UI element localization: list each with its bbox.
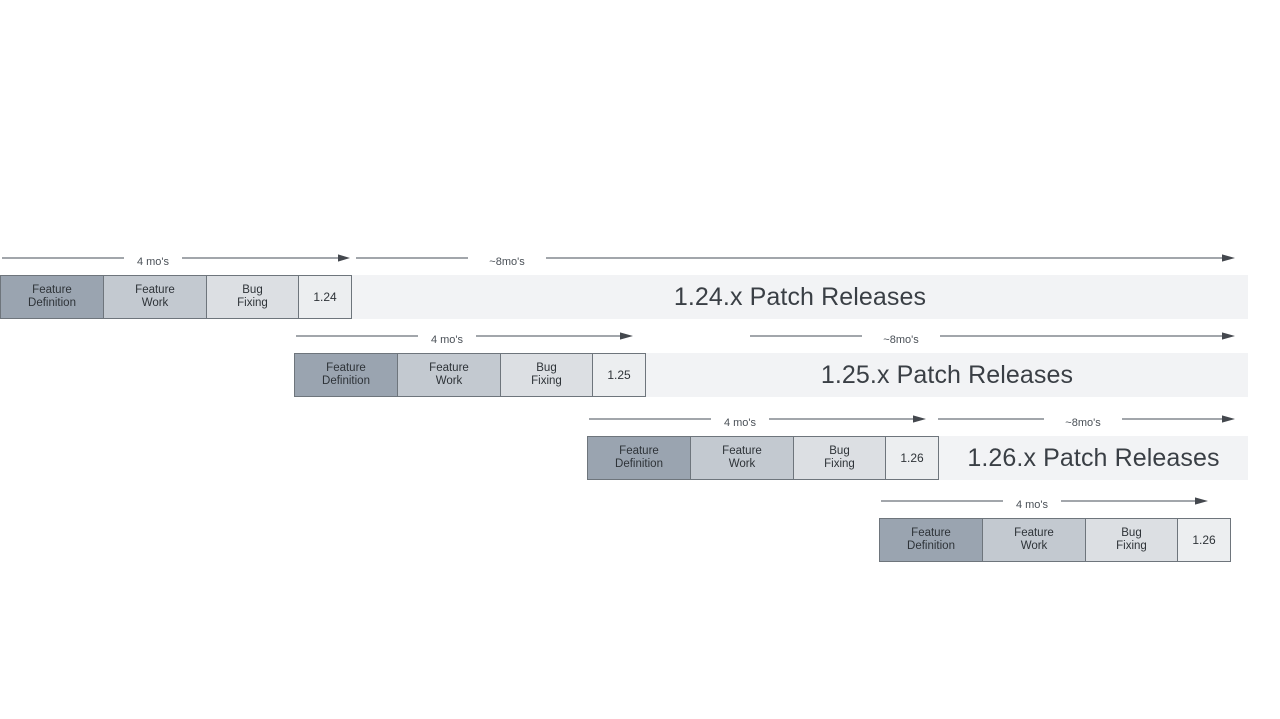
release-row-1.25: 1.25.x Patch Releases Feature Definition…	[294, 353, 1248, 397]
phase-bug-fixing-1.26: Bug Fixing	[793, 436, 885, 480]
version-badge-label: 1.25	[607, 367, 631, 382]
phase-label-line1: Feature	[1014, 527, 1054, 539]
measure-dev-label-next: 4 mo's	[1015, 499, 1049, 511]
phase-bug-fixing-1.25: Bug Fixing	[500, 353, 592, 397]
phase-label-line1: Feature	[32, 284, 72, 296]
measure-arrow-dev-icon	[2, 254, 350, 262]
version-badge-next: 1.26	[1177, 518, 1231, 562]
phase-group-1.26: Feature Definition Feature Work Bug Fixi…	[587, 436, 939, 480]
measure-arrow-patch-icon	[750, 332, 1235, 340]
version-badge-1.26: 1.26	[885, 436, 939, 480]
measure-arrow-dev-icon	[881, 497, 1208, 505]
phase-label-line2: Definition	[907, 540, 955, 552]
phase-label-line1: Bug	[536, 362, 557, 374]
phase-group-next: Feature Definition Feature Work Bug Fixi…	[879, 518, 1231, 562]
phase-feature-definition-1.24: Feature Definition	[0, 275, 103, 319]
phase-bug-fixing-1.24: Bug Fixing	[206, 275, 298, 319]
measure-arrow-dev-icon	[296, 332, 633, 340]
measure-arrow-patch-icon	[356, 254, 1235, 262]
release-row-next: Feature Definition Feature Work Bug Fixi…	[879, 518, 1231, 562]
phase-label-line2: Fixing	[1116, 540, 1147, 552]
phase-label-line2: Fixing	[531, 375, 562, 387]
release-row-1.26: 1.26.x Patch Releases Feature Definition…	[587, 436, 1248, 480]
phase-label-line1: Feature	[911, 527, 951, 539]
phase-label-line1: Feature	[135, 284, 175, 296]
phase-bug-fixing-next: Bug Fixing	[1085, 518, 1177, 562]
measure-patch-label-1.25: ~8mo's	[883, 334, 919, 346]
phase-label-line2: Fixing	[824, 458, 855, 470]
measure-dev-label-1.24: 4 mo's	[136, 256, 170, 268]
patch-release-label-1.25: 1.25.x Patch Releases	[820, 360, 1074, 389]
phase-label-line2: Definition	[615, 458, 663, 470]
measure-patch-1.24: ~8mo's	[356, 252, 1236, 274]
phase-feature-definition-next: Feature Definition	[879, 518, 982, 562]
phase-feature-work-next: Feature Work	[982, 518, 1085, 562]
phase-label-line1: Bug	[242, 284, 263, 296]
phase-label-line2: Work	[435, 375, 463, 387]
phase-label-line1: Bug	[1121, 527, 1142, 539]
measure-patch-1.25: ~8mo's	[750, 330, 1236, 352]
phase-feature-definition-1.25: Feature Definition	[294, 353, 397, 397]
phase-feature-definition-1.26: Feature Definition	[587, 436, 690, 480]
version-badge-label: 1.24	[313, 289, 337, 304]
measure-arrow-patch-icon	[938, 415, 1235, 423]
phase-label-line2: Work	[1020, 540, 1048, 552]
version-badge-1.24: 1.24	[298, 275, 352, 319]
measure-dev-1.26: 4 mo's	[587, 413, 939, 435]
measure-dev-next: 4 mo's	[879, 495, 1209, 517]
measure-dev-1.25: 4 mo's	[294, 330, 646, 352]
phase-label-line1: Feature	[326, 362, 366, 374]
release-row-1.24: 1.24.x Patch Releases Feature Definition…	[0, 275, 1248, 319]
measure-patch-1.26: ~8mo's	[938, 413, 1236, 435]
phase-label-line2: Fixing	[237, 297, 268, 309]
version-badge-label: 1.26	[1192, 532, 1216, 547]
version-badge-1.25: 1.25	[592, 353, 646, 397]
measure-dev-label-1.26: 4 mo's	[723, 417, 757, 429]
phase-label-line2: Definition	[322, 375, 370, 387]
phase-group-1.25: Feature Definition Feature Work Bug Fixi…	[294, 353, 646, 397]
phase-feature-work-1.26: Feature Work	[690, 436, 793, 480]
phase-label-line1: Bug	[829, 445, 850, 457]
measure-dev-1.24: 4 mo's	[0, 252, 352, 274]
phase-label-line1: Feature	[429, 362, 469, 374]
measure-patch-label-1.26: ~8mo's	[1065, 417, 1101, 429]
phase-label-line2: Definition	[28, 297, 76, 309]
phase-label-line1: Feature	[722, 445, 762, 457]
measure-arrow-dev-icon	[589, 415, 926, 423]
phase-label-line2: Work	[728, 458, 756, 470]
phase-label-line1: Feature	[619, 445, 659, 457]
phase-feature-work-1.24: Feature Work	[103, 275, 206, 319]
phase-label-line2: Work	[141, 297, 169, 309]
patch-release-label-1.24: 1.24.x Patch Releases	[673, 282, 927, 311]
measure-dev-label-1.25: 4 mo's	[430, 334, 464, 346]
phase-feature-work-1.25: Feature Work	[397, 353, 500, 397]
measure-patch-label-1.24: ~8mo's	[489, 256, 525, 268]
version-badge-label: 1.26	[900, 450, 924, 465]
phase-group-1.24: Feature Definition Feature Work Bug Fixi…	[0, 275, 352, 319]
patch-release-label-1.26: 1.26.x Patch Releases	[967, 443, 1220, 472]
